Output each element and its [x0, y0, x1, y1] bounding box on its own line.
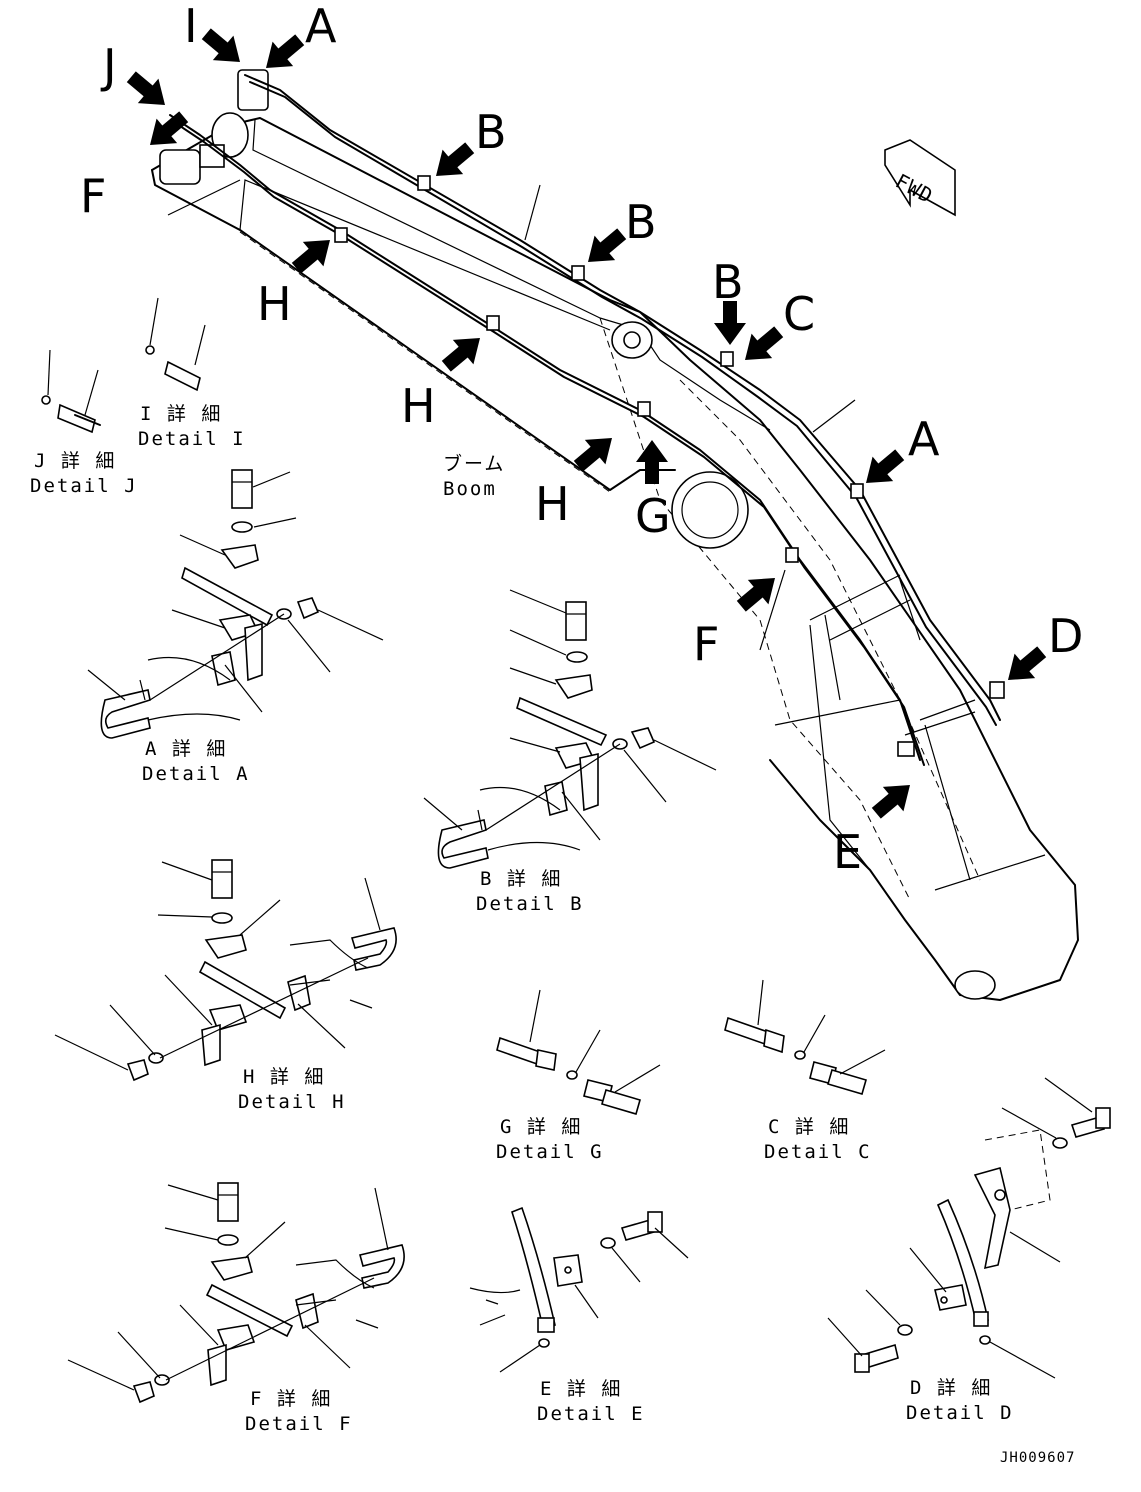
arrow-C — [734, 319, 789, 373]
detail-c-en: Detail C — [764, 1141, 872, 1163]
detail-i-en: Detail I — [138, 428, 246, 450]
detail-f-drawing — [67, 1182, 405, 1404]
callout-G: G — [635, 489, 671, 543]
detail-d-en: Detail D — [906, 1402, 1014, 1424]
boom-top-pin — [954, 970, 996, 1000]
callout-F-top: F — [80, 169, 106, 223]
boom-upper-edge — [151, 117, 1079, 1001]
detail-c-jp: C 詳 細 — [768, 1116, 850, 1138]
detail-e-drawing — [469, 1206, 689, 1373]
detail-a-drawing — [87, 469, 384, 739]
detail-g-jp: G 詳 細 — [500, 1116, 582, 1138]
detail-j-jp: J 詳 細 — [34, 450, 116, 472]
callout-B1: B — [475, 105, 507, 159]
arrow-F-mid — [731, 565, 786, 619]
detail-g-drawing — [496, 989, 661, 1115]
arrow-I — [196, 21, 251, 75]
callout-D: D — [1048, 609, 1083, 663]
callout-B3: B — [712, 255, 744, 309]
drawing-code: JH009607 — [1000, 1450, 1075, 1466]
detail-b-en: Detail B — [476, 893, 584, 915]
detail-e-jp: E 詳 細 — [540, 1378, 622, 1400]
detail-h-en: Detail H — [238, 1091, 346, 1113]
boom-assembly — [151, 69, 1079, 1001]
arrow-E — [866, 772, 921, 826]
detail-j-en: Detail J — [30, 475, 138, 497]
detail-f-jp: F 詳 細 — [250, 1388, 332, 1410]
detail-d-jp: D 詳 細 — [910, 1377, 992, 1399]
detail-i-drawing — [145, 297, 206, 392]
callout-B2: B — [625, 195, 657, 249]
callout-A-top: A — [305, 0, 337, 53]
detail-g-en: Detail G — [496, 1141, 604, 1163]
arrow-G — [636, 440, 668, 484]
detail-h-jp: H 詳 細 — [243, 1066, 325, 1088]
detail-d-drawing — [827, 1077, 1111, 1379]
boom-label-en: Boom — [443, 478, 497, 500]
detail-a-jp: A 詳 細 — [145, 738, 227, 760]
fwd-indicator: FWD — [884, 139, 956, 217]
callout-F-mid: F — [693, 617, 719, 671]
arrow-H2 — [436, 325, 491, 379]
arrow-H1 — [286, 227, 341, 281]
callout-E: E — [833, 825, 862, 879]
detail-e-en: Detail E — [537, 1403, 645, 1425]
callout-letters: I A J F B B B C A H H H G F D E — [80, 0, 1083, 879]
boom-label-jp: ブーム — [443, 452, 505, 475]
detail-j-drawing — [41, 349, 101, 434]
detail-h-drawing — [54, 859, 397, 1082]
detail-c-drawing — [724, 979, 886, 1095]
callout-A-right: A — [908, 412, 940, 466]
detail-b-drawing — [423, 589, 717, 869]
detail-b-jp: B 詳 細 — [480, 868, 562, 890]
arrow-J — [121, 64, 176, 118]
detail-i-jp: I 詳 細 — [140, 403, 222, 425]
detail-f-en: Detail F — [245, 1413, 353, 1435]
callout-J: J — [100, 39, 117, 93]
arrow-A-right — [855, 442, 910, 496]
arrow-B1 — [425, 135, 480, 189]
detail-a-en: Detail A — [142, 763, 250, 785]
callout-H2: H — [401, 379, 436, 433]
callout-H3: H — [535, 477, 570, 531]
callout-H1: H — [257, 277, 292, 331]
arrow-B2 — [577, 221, 632, 275]
callout-C: C — [783, 287, 815, 341]
callout-I: I — [184, 0, 198, 53]
arrow-D — [997, 639, 1052, 693]
hydraulic-lines — [169, 74, 1005, 766]
arrow-H3 — [568, 425, 623, 479]
cylinder-pin-boss — [671, 471, 749, 549]
